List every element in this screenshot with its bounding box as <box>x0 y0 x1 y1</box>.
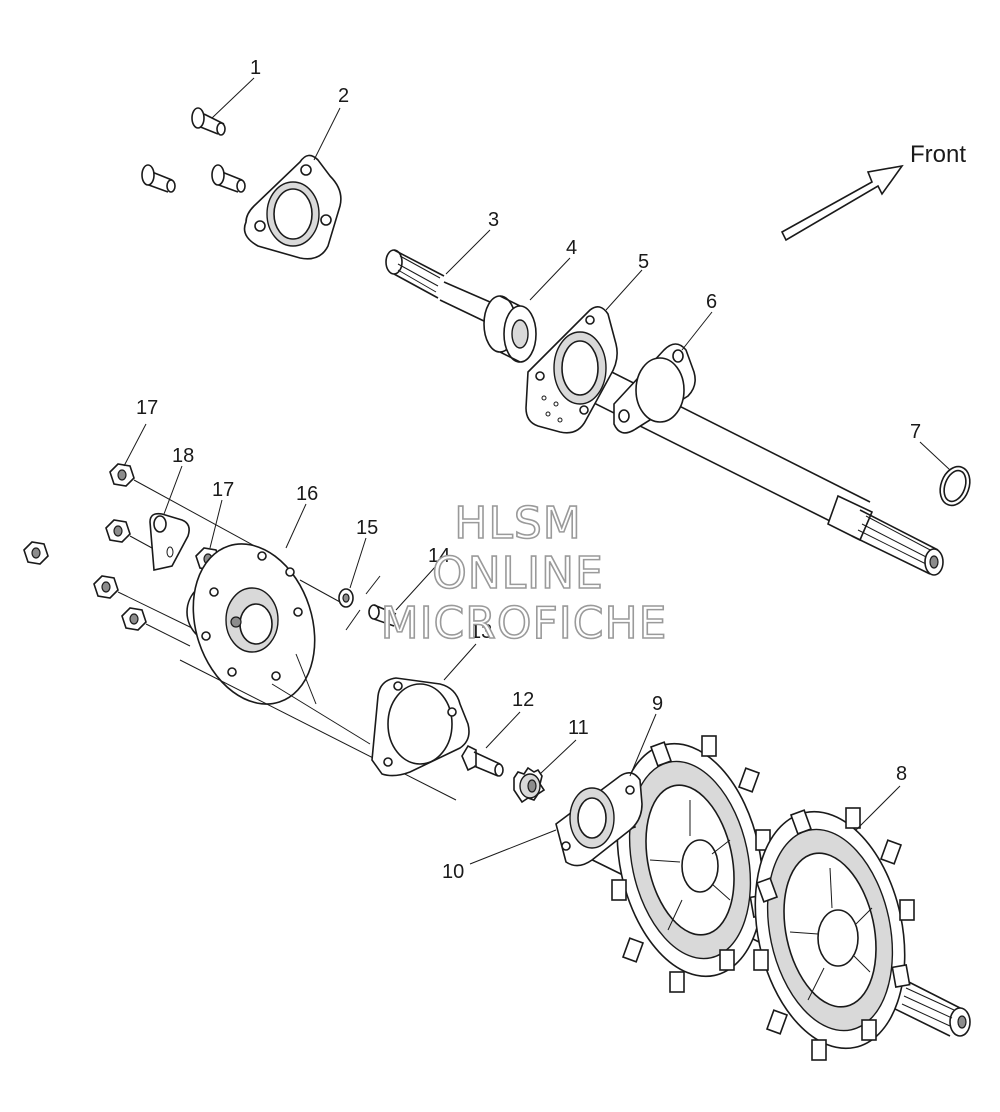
hub-axis-line-mid <box>271 683 371 745</box>
leader-lines <box>123 77 951 865</box>
callout-10: 10 <box>442 861 464 883</box>
bracket-18 <box>149 512 190 571</box>
bearing-4 <box>483 295 537 363</box>
hub-axis-line-upper <box>295 653 317 705</box>
callout-11: 11 <box>568 717 589 739</box>
callout-3: 3 <box>488 209 499 231</box>
callout-13: 13 <box>470 621 492 643</box>
fastener-line-b <box>129 535 153 549</box>
front-label: Front <box>910 141 966 168</box>
rivet-1a <box>191 107 226 136</box>
callout-1: 1 <box>250 57 261 79</box>
callout-18: 18 <box>172 445 194 467</box>
flange-plate-2 <box>243 154 342 260</box>
callout-4: 4 <box>566 237 577 259</box>
callout-9: 9 <box>652 693 663 715</box>
hub-axis-line-lower <box>179 659 457 801</box>
nut-17c <box>105 519 131 543</box>
pin-14 <box>368 604 397 627</box>
watermark-line-3: MICROFICHE <box>381 598 668 649</box>
fastener-line-c <box>117 591 193 629</box>
gasket-plate-13 <box>371 677 470 777</box>
callout-2: 2 <box>338 85 349 107</box>
bolt-12 <box>461 744 504 777</box>
rivet-1c <box>211 164 246 193</box>
front-arrow <box>780 164 904 242</box>
watermark-line-2: ONLINE <box>432 548 604 599</box>
watermark: HLSM ONLINE MICROFICHE <box>380 497 668 650</box>
callout-16: 16 <box>296 483 318 505</box>
bearing-flange-9 <box>555 772 643 867</box>
fastener-line-a <box>133 479 263 551</box>
callout-6: 6 <box>706 291 717 313</box>
callout-12: 12 <box>512 689 534 711</box>
callout-17b: 17 <box>212 479 234 501</box>
nut-17a <box>109 463 135 487</box>
drive-shaft-3 <box>385 249 944 576</box>
callout-7: 7 <box>910 421 921 443</box>
fastener-line-d <box>145 623 191 647</box>
nut-loose-left <box>23 541 49 565</box>
callout-8: 8 <box>896 763 907 785</box>
sprocket-11 <box>513 766 546 804</box>
drive-sprocket-assembly-8 <box>563 735 971 1061</box>
callout-15: 15 <box>356 517 378 539</box>
bearing-flange-5 <box>525 306 618 434</box>
washer-15 <box>338 575 381 631</box>
nut-17d <box>93 575 119 599</box>
retainer-plate-6 <box>613 343 696 434</box>
callout-5: 5 <box>638 251 649 273</box>
hub-disc-16 <box>186 543 316 705</box>
callout-14: 14 <box>428 545 450 567</box>
callout-17a: 17 <box>136 397 158 419</box>
o-ring-7 <box>939 465 971 507</box>
fastener-line-e <box>299 579 341 603</box>
nut-17e <box>121 607 147 631</box>
rivet-1b <box>141 164 176 193</box>
watermark-line-1: HLSM <box>454 498 582 549</box>
